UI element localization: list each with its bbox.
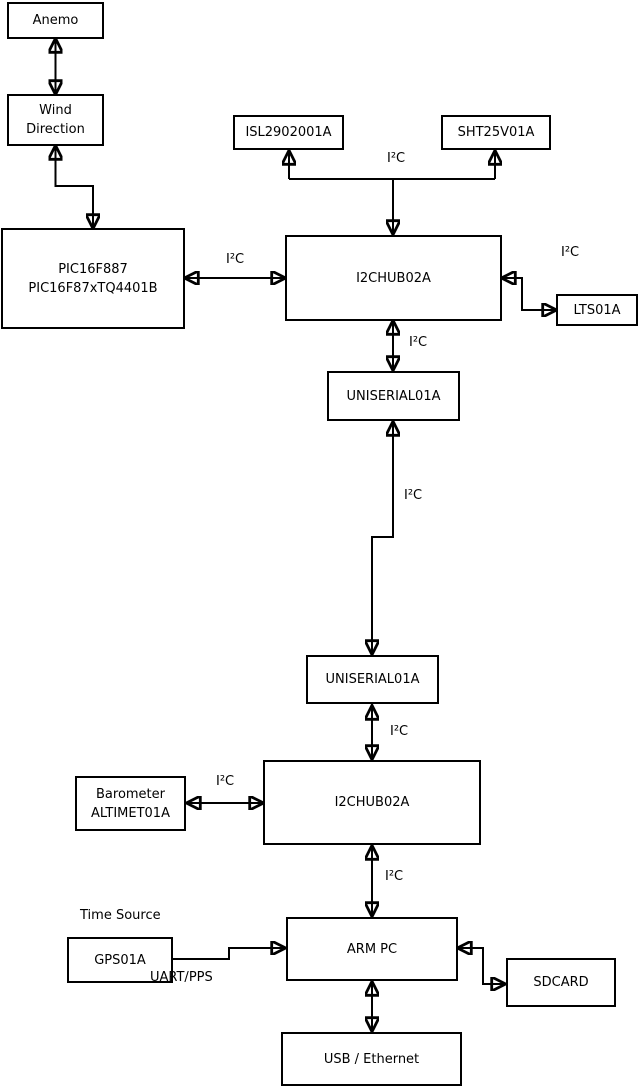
node-gps01a: GPS01A bbox=[67, 937, 173, 983]
node-wind-direction: Wind Direction bbox=[7, 94, 104, 146]
barometer-line1: Barometer bbox=[96, 786, 165, 802]
annotation-time-source: Time Source bbox=[80, 908, 161, 923]
node-sdcard-label: SDCARD bbox=[533, 975, 589, 990]
node-sht-label: SHT25V01A bbox=[457, 125, 535, 140]
pic-line1: PIC16F887 bbox=[58, 261, 128, 277]
edge-gps-armpc bbox=[173, 948, 285, 960]
node-isl-label: ISL2902001A bbox=[245, 125, 332, 140]
node-usb-ethernet: USB / Ethernet bbox=[281, 1032, 462, 1086]
edge-label-barometer-hub2-i2c: I²C bbox=[216, 774, 235, 789]
wind-line2: Direction bbox=[26, 122, 85, 137]
edge-label-uniserial-hub2-i2c: I²C bbox=[390, 724, 409, 739]
edge-label-pic-hub-i2c: I²C bbox=[226, 252, 245, 267]
edge-label-hub-uniserial-i2c: I²C bbox=[409, 335, 428, 350]
edge-i2chub-top-lts bbox=[502, 278, 556, 310]
barometer-line2: ALTIMET01A bbox=[91, 805, 170, 821]
node-uniserial-bottom-label: UNISERIAL01A bbox=[325, 672, 420, 687]
edge-wind-direction-pic bbox=[56, 146, 94, 228]
wind-line1: Wind bbox=[39, 103, 72, 118]
node-i2chub-top-label: I2CHUB02A bbox=[356, 270, 431, 286]
node-usb-ethernet-label: USB / Ethernet bbox=[323, 1051, 420, 1067]
edge-label-hub-lts-i2c: I²C bbox=[561, 245, 580, 260]
node-i2chub-top: I2CHUB02A bbox=[285, 235, 502, 321]
node-isl2902001a: ISL2902001A bbox=[233, 115, 344, 150]
node-lts01a: LTS01A bbox=[556, 294, 638, 326]
node-sdcard: SDCARD bbox=[506, 958, 616, 1007]
node-sht25v01a: SHT25V01A bbox=[441, 115, 551, 150]
node-wind-direction-label: Wind Direction bbox=[26, 101, 85, 139]
node-gps-label: GPS01A bbox=[94, 952, 146, 968]
node-lts-label: LTS01A bbox=[573, 302, 621, 318]
edge-uniserial-top-uniserial-bottom bbox=[372, 422, 393, 654]
node-barometer: Barometer ALTIMET01A bbox=[75, 776, 186, 831]
edge-label-bus-top-i2c: I²C bbox=[387, 151, 406, 166]
node-anemo-label: Anemo bbox=[32, 13, 79, 28]
edge-label-hub2-armpc-i2c: I²C bbox=[385, 869, 404, 884]
node-i2chub-bottom: I2CHUB02A bbox=[263, 760, 481, 845]
node-pic: PIC16F887 PIC16F87xTQ4401B bbox=[1, 228, 185, 329]
node-pic-label: PIC16F887 PIC16F87xTQ4401B bbox=[28, 260, 157, 298]
node-arm-pc-label: ARM PC bbox=[346, 941, 398, 957]
node-barometer-label: Barometer ALTIMET01A bbox=[91, 785, 170, 823]
node-i2chub-bottom-label: I2CHUB02A bbox=[334, 795, 410, 810]
edge-label-uart-pps: UART/PPS bbox=[150, 970, 213, 985]
node-anemo: Anemo bbox=[7, 2, 104, 39]
edge-label-uniserial-link-i2c: I²C bbox=[404, 488, 423, 503]
node-arm-pc: ARM PC bbox=[286, 917, 458, 981]
node-uniserial-top: UNISERIAL01A bbox=[327, 371, 460, 421]
edge-armpc-sdcard bbox=[458, 948, 505, 984]
node-uniserial-bottom: UNISERIAL01A bbox=[306, 655, 439, 704]
pic-line2: PIC16F87xTQ4401B bbox=[28, 280, 158, 296]
node-uniserial-top-label: UNISERIAL01A bbox=[346, 388, 441, 404]
